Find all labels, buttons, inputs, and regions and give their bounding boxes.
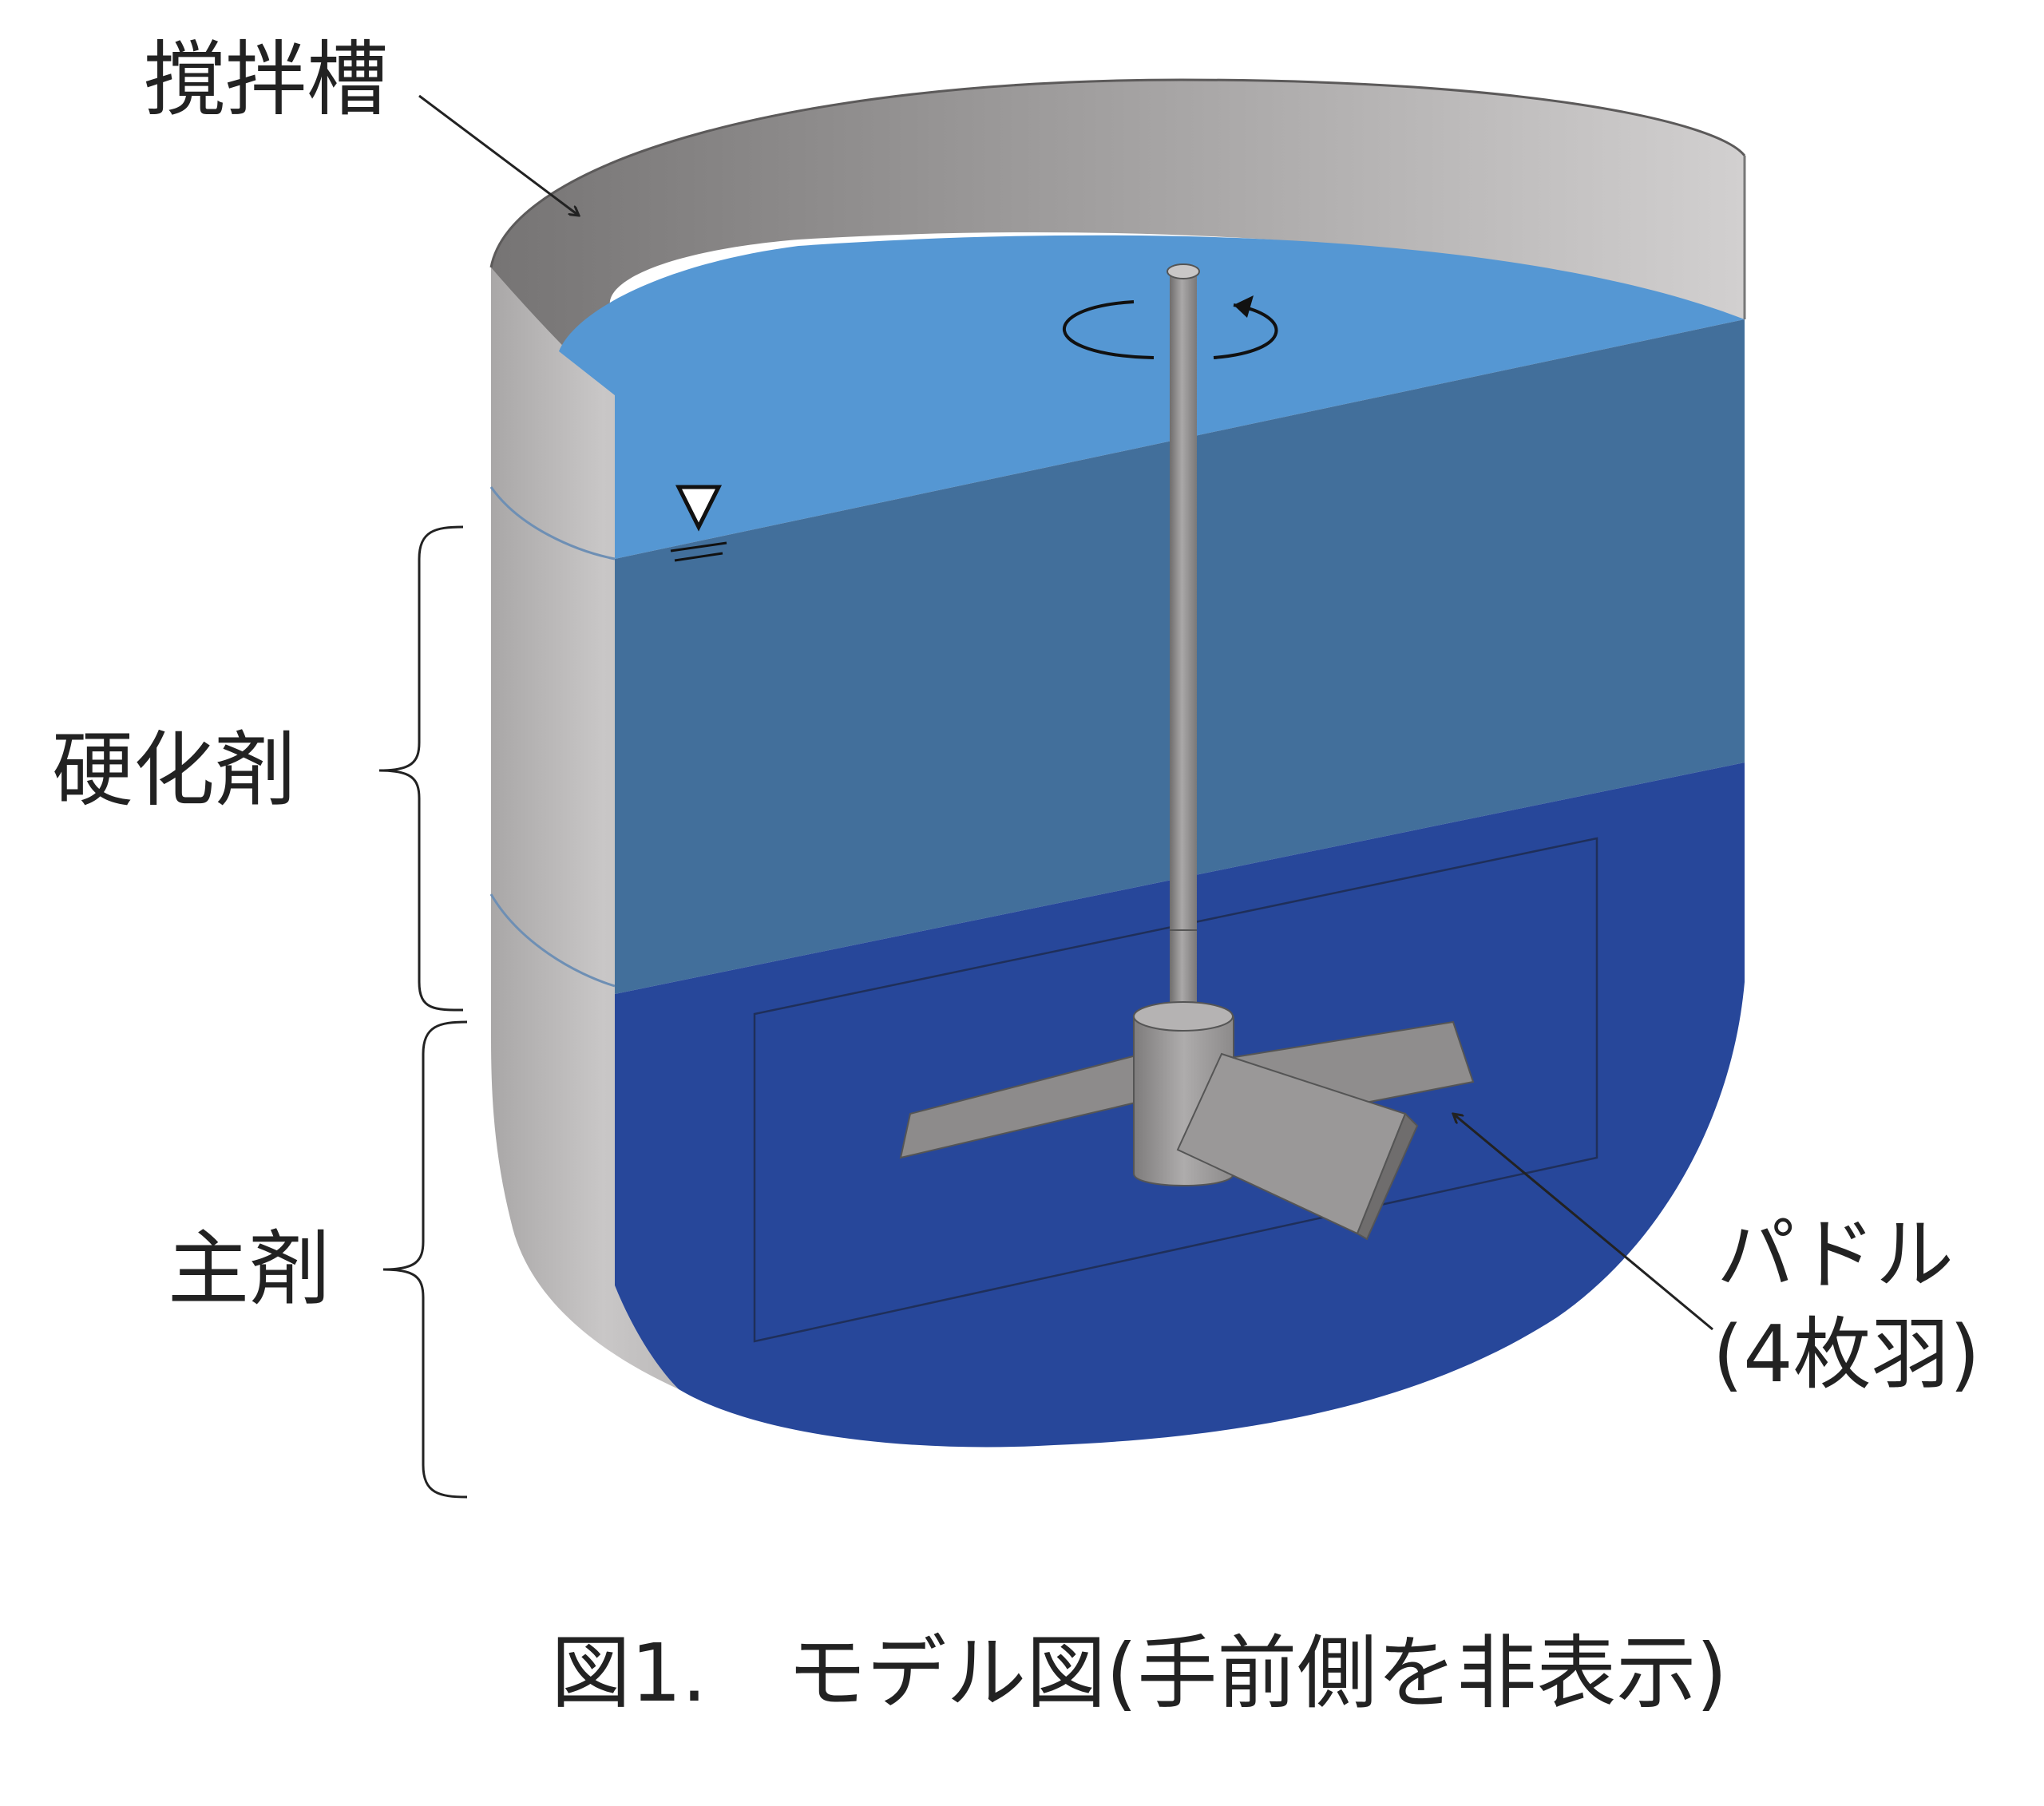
shaft bbox=[1170, 271, 1197, 1070]
shaft-top bbox=[1167, 263, 1200, 279]
tank-label: 撹拌槽 bbox=[144, 33, 388, 128]
paddle-blade-front-edge bbox=[1356, 1112, 1419, 1241]
main-agent-label: 主剤 bbox=[168, 1222, 331, 1317]
hardener-bracket bbox=[378, 525, 464, 1012]
stirring-tank bbox=[489, 78, 1746, 1389]
paddle-impeller bbox=[899, 263, 1475, 1241]
paddle-label-line1: パドル bbox=[1717, 1210, 1954, 1301]
hardener-label: 硬化剤 bbox=[52, 723, 296, 818]
tank-inner-wall bbox=[491, 80, 1745, 395]
impeller-region-outline bbox=[753, 837, 1598, 1343]
paddle-label-line2: (4枚羽) bbox=[1713, 1309, 1980, 1400]
tank-wall-line-surface bbox=[489, 486, 616, 560]
tank-wall-line-interface bbox=[489, 893, 616, 988]
water-level-triangle-icon bbox=[670, 485, 727, 562]
figure-caption: 図1. モデル図(手前側を非表示) bbox=[551, 1626, 1727, 1720]
tank-leader-arrow bbox=[418, 94, 579, 216]
paddle-leader-arrow bbox=[1453, 1114, 1713, 1331]
rotation-arrow-icon bbox=[1062, 295, 1278, 359]
tank-outer-wall bbox=[491, 267, 679, 1389]
main-agent-bracket bbox=[382, 1020, 468, 1499]
tank-rim bbox=[489, 78, 1746, 268]
liquid bbox=[559, 235, 1745, 1448]
hub-top bbox=[1133, 1001, 1234, 1032]
liquid-surface bbox=[559, 235, 1745, 559]
